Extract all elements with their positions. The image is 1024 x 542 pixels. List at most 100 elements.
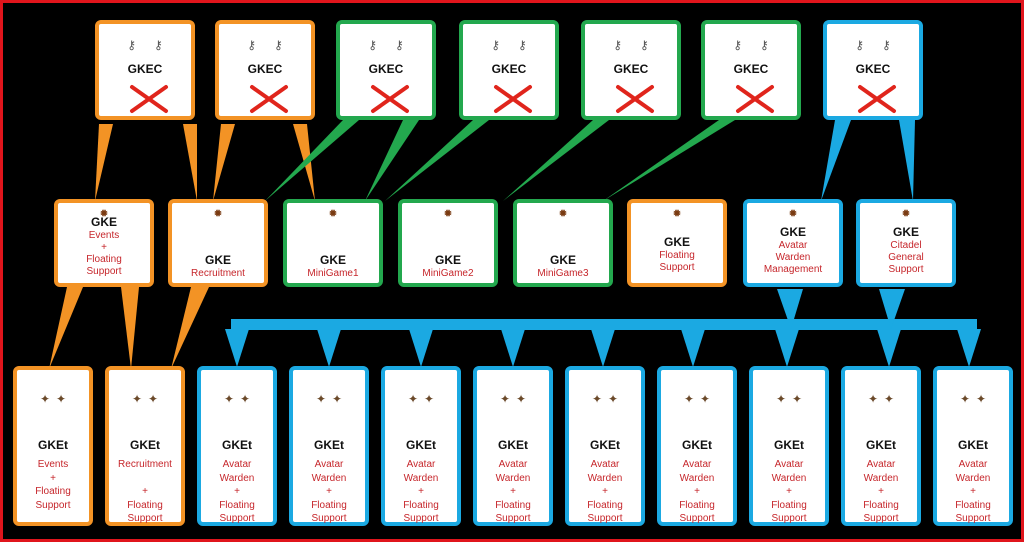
connector-mid7-bus [777, 289, 803, 329]
node-subtitle-line: Support [311, 513, 347, 524]
node-title: GKE [892, 225, 919, 239]
node-subtitle-line: Support [127, 513, 163, 524]
node-subtitle-line: MiniGame2 [422, 268, 474, 279]
shuriken-icon: ✦✦ [499, 392, 533, 406]
node-subtitle-line: Avatar [498, 459, 528, 470]
shuriken-icon: ✦✦ [959, 392, 993, 406]
node-title: GKEt [682, 438, 712, 452]
gear-icon: ✹ [328, 208, 338, 220]
node-subtitle-line: Avatar [958, 459, 988, 470]
top-node-3: ⚷⚷ GKEC [336, 20, 436, 120]
node-title: GKEC [368, 62, 404, 76]
node-subtitle-line: Floating [863, 499, 899, 511]
node-subtitle-line: Floating [219, 499, 255, 511]
shuriken-icon: ✦✦ [591, 392, 625, 406]
node-subtitle-line: Floating [495, 499, 531, 511]
shuriken-icon: ✦✦ [867, 392, 901, 406]
node-title: GKEt [774, 438, 804, 452]
node-subtitle-line: MiniGame1 [307, 268, 359, 279]
connector-top6-mid5 [603, 120, 735, 201]
node-subtitle-line: Warden [311, 472, 347, 484]
cross-icon [858, 85, 896, 113]
node-subtitle-line: Support [495, 513, 531, 524]
connector-bus-drop-5 [591, 329, 615, 367]
node-subtitle-line: Warden [771, 472, 807, 484]
key-icon: ⚷⚷ [247, 38, 301, 52]
connector-bus-drop-8 [877, 329, 901, 367]
connector-bus-drop-3 [409, 329, 433, 367]
node-subtitle-line: Support [86, 266, 122, 277]
node-subtitle-line: Events [37, 459, 69, 470]
node-subtitle-line: Warden [403, 472, 439, 484]
node-subtitle-line: Warden [863, 472, 899, 484]
key-icon: ⚷⚷ [613, 38, 667, 52]
node-title: GKE [663, 235, 690, 249]
node-subtitle-line: Support [679, 513, 715, 524]
node-subtitle-line: Avatar [590, 459, 620, 470]
node-subtitle-line: + [878, 486, 884, 497]
top-node-4: ⚷⚷GKEC [459, 20, 559, 120]
connector-bus-drop-7 [775, 329, 799, 367]
node-title: GKEt [38, 438, 68, 452]
node-title: GKEC [613, 62, 649, 76]
connector-mid1-bot2 [121, 287, 139, 369]
node-title: GKEC [855, 62, 891, 76]
node-title: GKEt [866, 438, 896, 452]
node-subtitle-line: + [602, 486, 608, 497]
node-title: GKEC [247, 62, 283, 76]
node-subtitle-line: Avatar [778, 240, 808, 251]
node-title: GKEt [130, 438, 160, 452]
node-subtitle-line: Support [587, 513, 623, 524]
node-subtitle-line: Management [763, 264, 823, 275]
node-subtitle-line: Support [955, 513, 991, 524]
node-title: GKE [779, 225, 806, 239]
shuriken-icon: ✦✦ [131, 392, 165, 406]
key-icon: ⚷⚷ [127, 38, 181, 52]
gear-icon: ✹ [901, 208, 911, 220]
shuriken-icon: ✦✦ [315, 392, 349, 406]
node-title: GKEC [127, 62, 163, 76]
node-subtitle-line: Warden [955, 472, 991, 484]
node-title: GKEt [222, 438, 252, 452]
node-subtitle-line: Avatar [682, 459, 712, 470]
cross-icon [130, 85, 168, 113]
connector-bus-drop-6 [681, 329, 705, 367]
cross-icon [736, 85, 774, 113]
connector-top1-mid1 [95, 124, 113, 201]
node-subtitle-line: + [142, 486, 148, 497]
node-title: GKE [549, 253, 576, 267]
node-subtitle-line: + [101, 242, 107, 253]
connector-mid1-bot1 [49, 287, 83, 369]
node-subtitle-line: + [510, 486, 516, 497]
gear-icon: ✹ [99, 208, 109, 220]
top-node-1: ⚷⚷ GKEC [95, 20, 195, 120]
node-subtitle-line: Floating [86, 254, 122, 265]
node-subtitle-line: + [50, 472, 56, 484]
node-subtitle-line: + [970, 486, 976, 497]
node-subtitle-line: Avatar [222, 459, 252, 470]
node-subtitle-line: Floating [311, 499, 347, 511]
cross-icon [616, 85, 654, 113]
shuriken-icon: ✦✦ [39, 392, 73, 406]
node-subtitle-line: Floating [35, 486, 71, 497]
shuriken-icon: ✦✦ [407, 392, 441, 406]
node-subtitle-line: Floating [955, 499, 991, 511]
node-subtitle-line: Recruitment [118, 459, 172, 470]
gear-icon: ✹ [558, 208, 568, 220]
connector-layer [49, 120, 981, 369]
gear-icon: ✹ [672, 208, 682, 220]
key-icon: ⚷⚷ [368, 38, 422, 52]
gear-icon: ✹ [788, 208, 798, 220]
node-subtitle-line: Avatar [774, 459, 804, 470]
node-title: GKE [319, 253, 346, 267]
top-node-5: ⚷⚷ GKEC [581, 20, 681, 120]
